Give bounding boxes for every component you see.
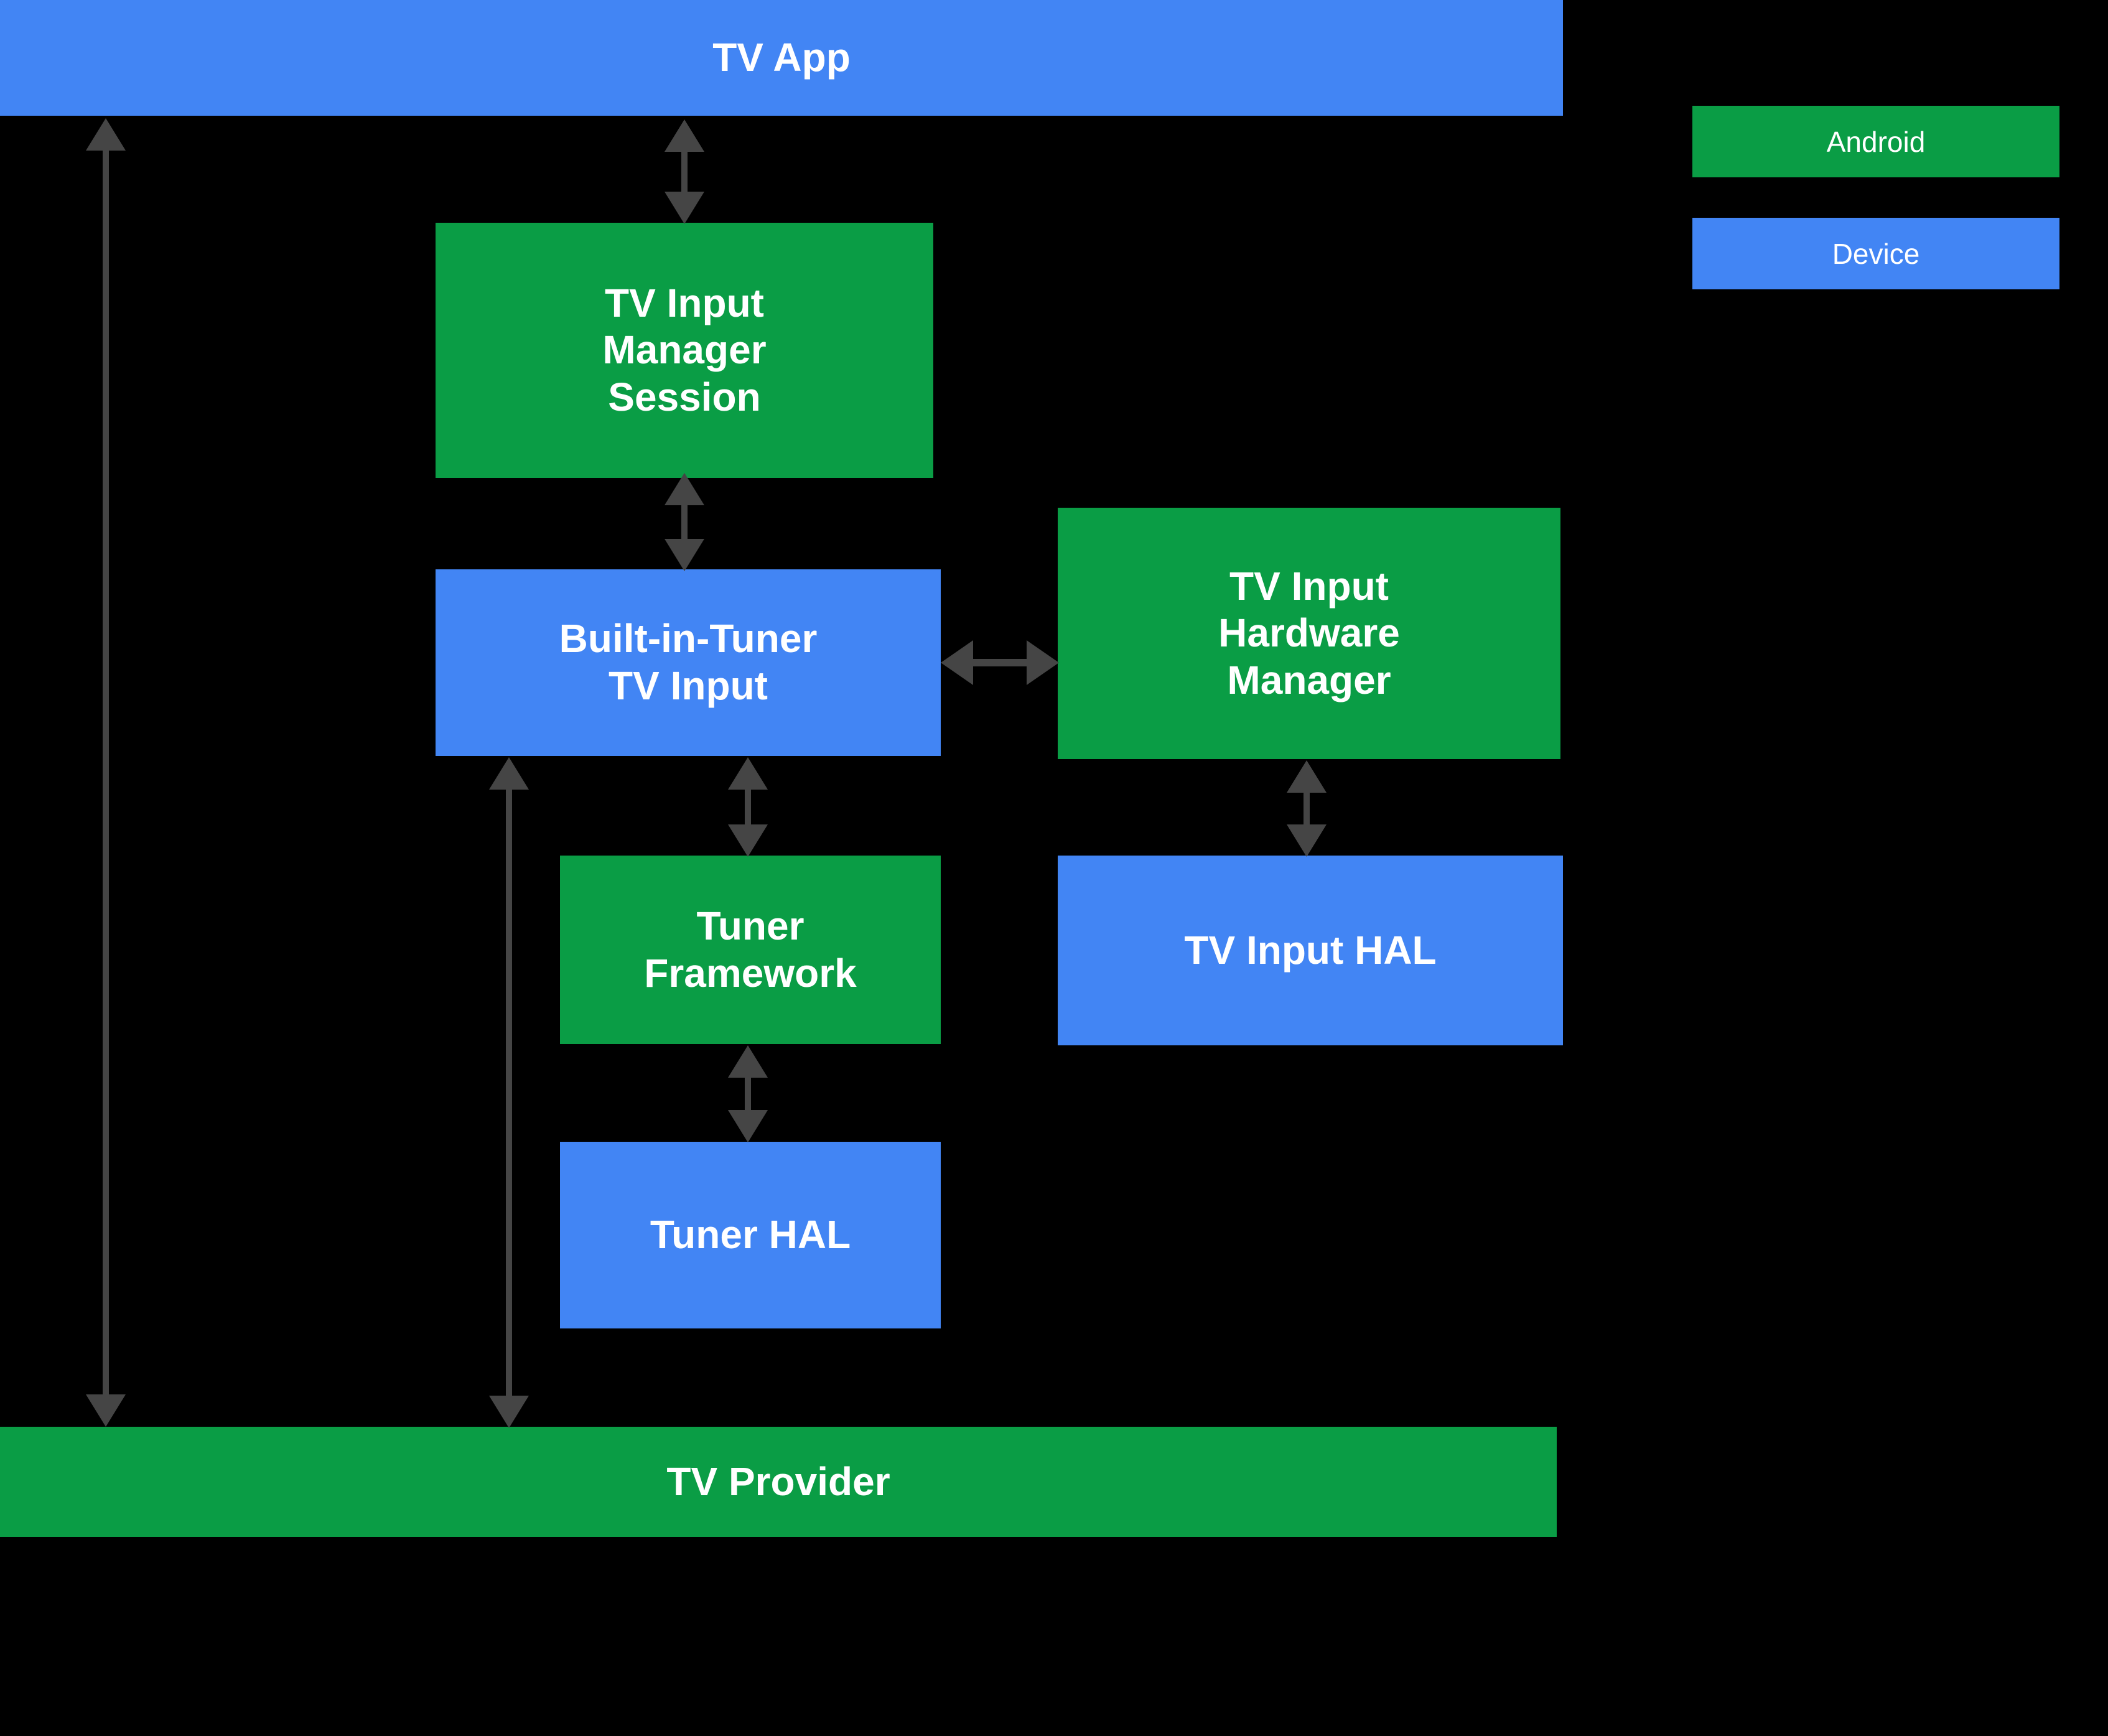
node-tv-app-label: TV App (712, 35, 851, 80)
node-tv-input-hal-label: TV Input HAL (1184, 927, 1437, 973)
arrowhead-down (489, 1396, 529, 1428)
arrow-shaft (681, 502, 688, 543)
node-tuner-framework-label: Tuner Framework (644, 903, 856, 997)
label-line-3: Manager (1227, 657, 1391, 702)
node-tuner-hal-label: Tuner HAL (650, 1212, 851, 1258)
arrow-shaft (103, 149, 109, 1396)
arrowhead-down (86, 1394, 126, 1427)
arrowhead-up (728, 757, 768, 790)
label-line-2: Manager (602, 327, 767, 373)
arrowhead-right (1027, 640, 1059, 685)
legend-item-device: Device (1692, 218, 2059, 289)
arrowhead-up (86, 118, 126, 151)
legend-item-device-label: Device (1832, 237, 1920, 270)
node-built-in-tuner-tv-input: Built-in-Tuner TV Input (436, 569, 941, 756)
node-tuner-framework: Tuner Framework (560, 856, 941, 1044)
arrow-tv-input-manager-session-to-built-in-tuner-tv-input (665, 473, 704, 571)
arrow-shaft (681, 149, 688, 194)
arrowhead-down (728, 1110, 768, 1142)
arrow-shaft (745, 1074, 751, 1114)
label-line-1: Built-in-Tuner (559, 616, 818, 661)
arrowhead-up (1287, 760, 1327, 793)
arrowhead-left (941, 640, 973, 685)
node-tv-app: TV App (0, 0, 1563, 116)
label-line-2: Framework (644, 950, 857, 996)
legend-item-android-label: Android (1826, 125, 1926, 158)
node-built-in-tuner-tv-input-label: Built-in-Tuner TV Input (559, 615, 818, 709)
arrow-shaft (1304, 789, 1310, 828)
node-tv-input-manager-session: TV Input Manager Session (436, 223, 933, 478)
arrowhead-down (665, 539, 704, 571)
label-line-2: TV Input (609, 663, 768, 708)
arrow-shaft (745, 786, 751, 828)
node-tv-input-hardware-manager-label: TV Input Hardware Manager (1218, 563, 1400, 704)
label-line-3: Session (608, 374, 761, 419)
arrowhead-up (665, 119, 704, 152)
arrow-shaft (506, 788, 512, 1397)
node-tv-provider: TV Provider (0, 1427, 1557, 1537)
arrowhead-up (489, 757, 529, 790)
label-line-1: TV Input (1229, 563, 1389, 609)
arrow-tuner-framework-to-tuner-hal (728, 1045, 768, 1142)
arrow-built-in-tuner-tv-input-to-tv-provider (489, 757, 529, 1428)
arrowhead-up (665, 473, 704, 505)
label-line-1: TV Input (605, 280, 764, 325)
label-line-2: Hardware (1218, 610, 1400, 656)
arrow-tv-app-to-tv-provider (86, 118, 126, 1427)
arrowhead-down (728, 824, 768, 857)
label-line-1: Tuner (696, 903, 804, 948)
arrowhead-down (665, 192, 704, 224)
arrowhead-down (1287, 824, 1327, 857)
node-tv-input-manager-session-label: TV Input Manager Session (602, 280, 766, 421)
arrow-built-in-tuner-tv-input-to-tuner-framework (728, 757, 768, 857)
node-tv-provider-label: TV Provider (666, 1458, 890, 1504)
node-tv-input-hal: TV Input HAL (1058, 856, 1563, 1045)
arrowhead-up (728, 1045, 768, 1078)
node-tuner-hal: Tuner HAL (560, 1142, 941, 1328)
legend-item-android: Android (1692, 106, 2059, 177)
arrow-tv-input-hardware-manager-to-tv-input-hal (1287, 760, 1327, 857)
arrow-built-in-tuner-tv-input-to-tv-input-hardware-manager (941, 638, 1059, 687)
arrow-tv-app-to-tv-input-manager-session (665, 119, 704, 224)
node-tv-input-hardware-manager: TV Input Hardware Manager (1058, 508, 1560, 759)
arrow-shaft (971, 659, 1029, 666)
